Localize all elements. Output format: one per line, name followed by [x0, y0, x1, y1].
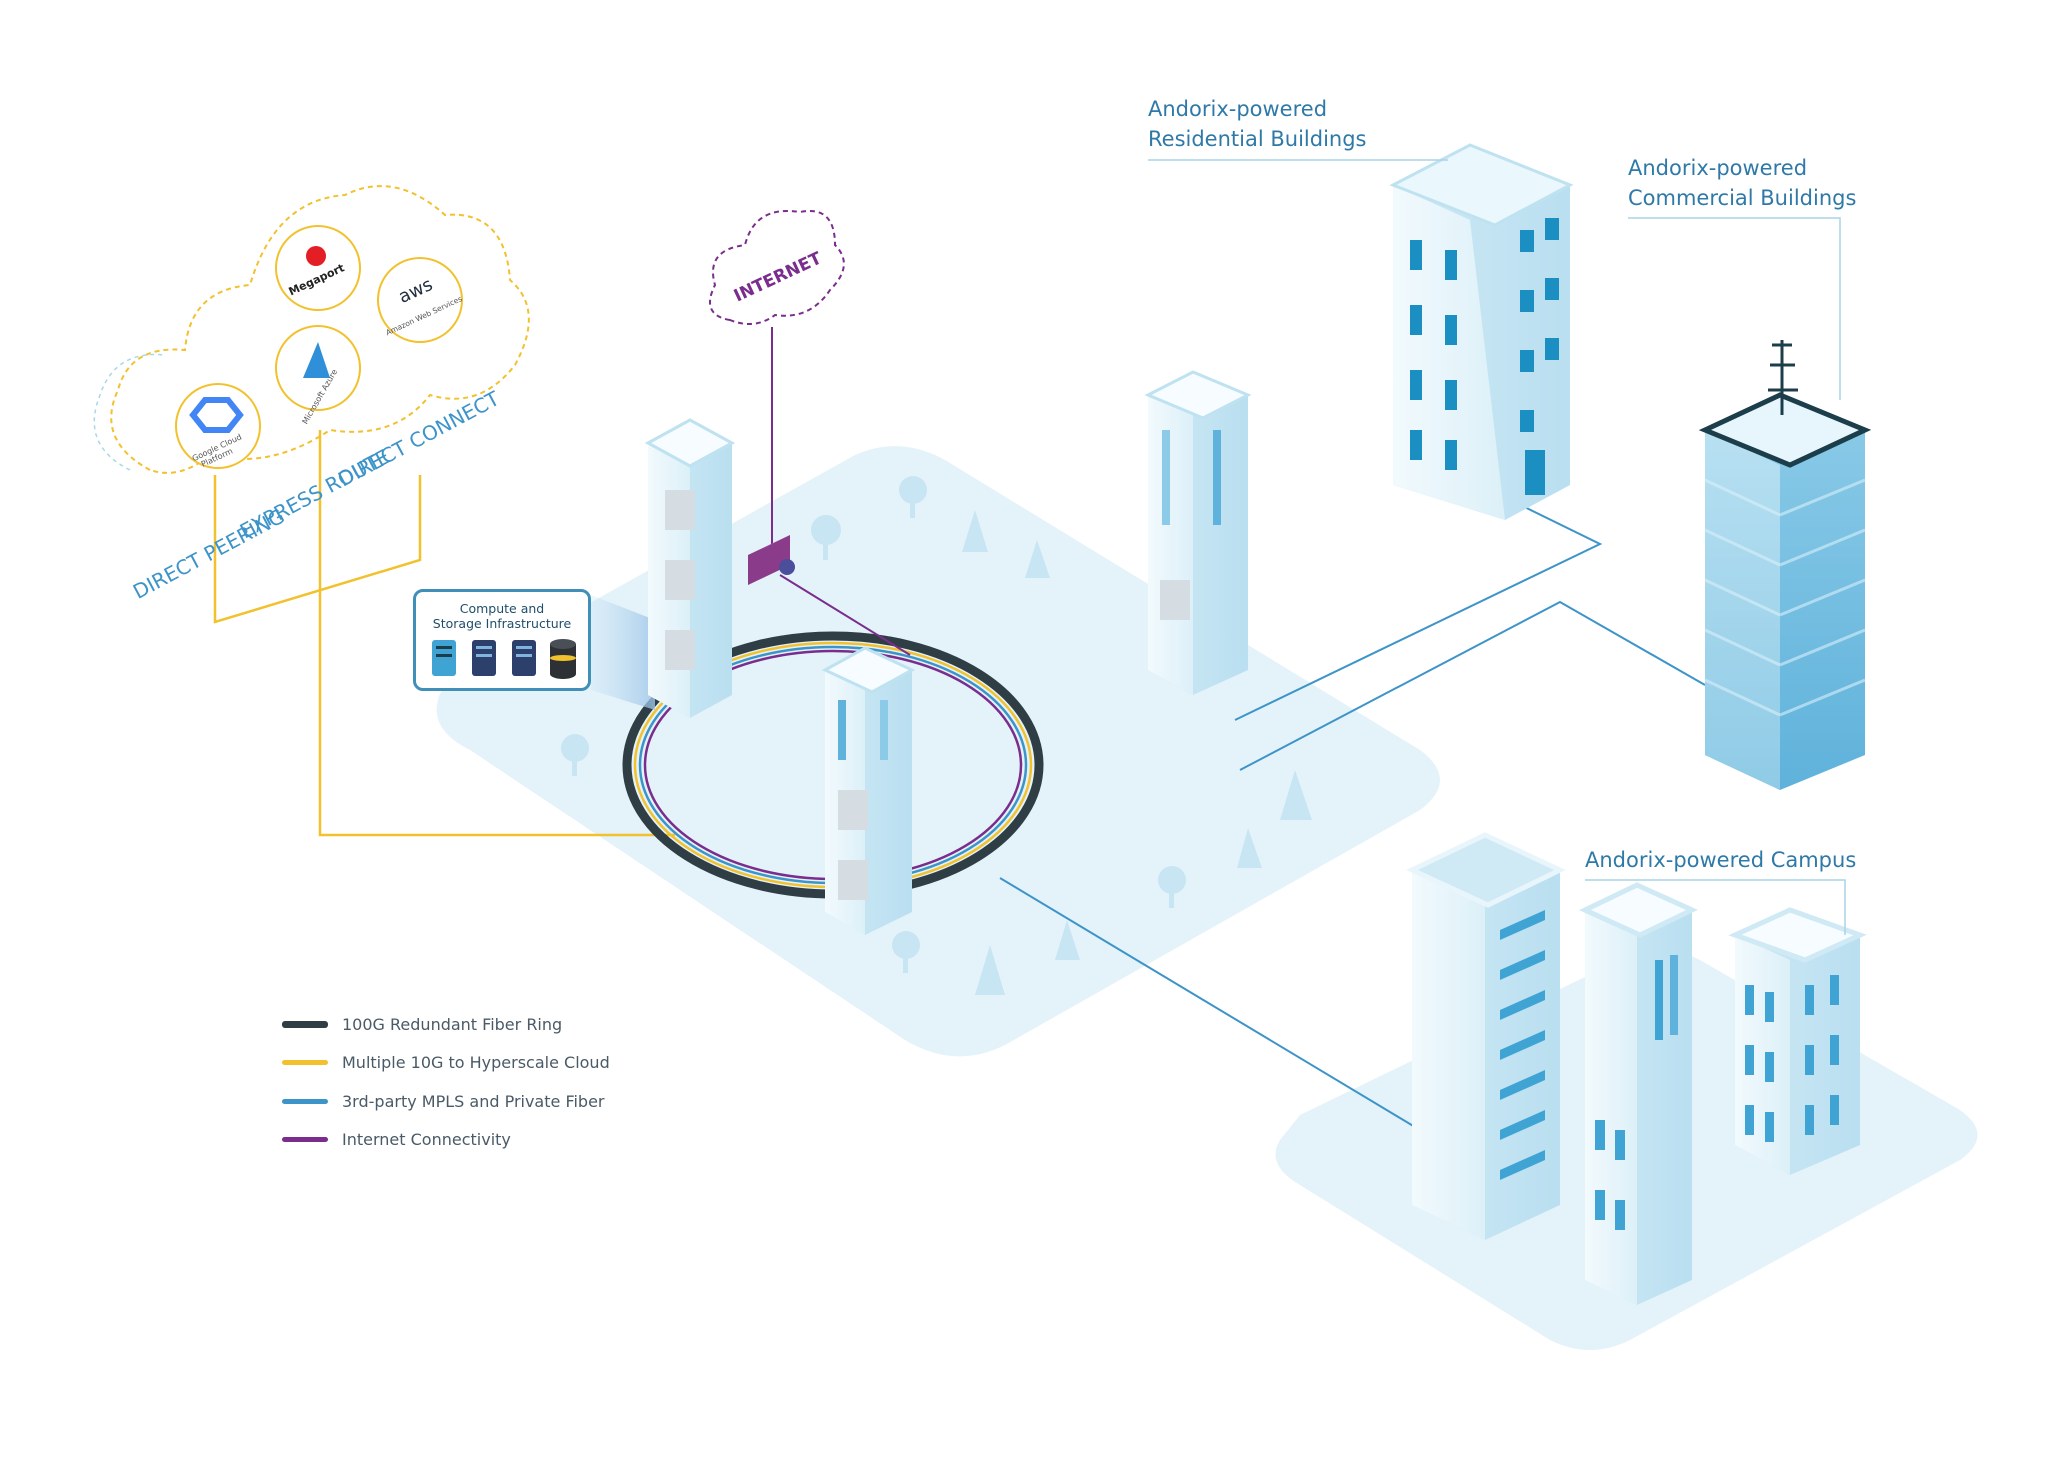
campus-label: Andorix-powered Campus [1585, 845, 1856, 875]
compute-callout-line1: Compute and [459, 601, 545, 616]
firewall-icon [748, 535, 795, 585]
legend-item-mpls: 3rd-party MPLS and Private Fiber [282, 1082, 610, 1121]
provider-google: Google Cloud Platform [175, 383, 261, 469]
legend-swatch [282, 1060, 328, 1066]
legend-item-internet: Internet Connectivity [282, 1121, 610, 1160]
compute-callout-title: Compute and Storage Infrastructure [416, 601, 588, 631]
server-rack-icon [512, 640, 536, 676]
legend-label: 3rd-party MPLS and Private Fiber [342, 1091, 605, 1111]
internet-link [771, 327, 911, 656]
legend-swatch [282, 1098, 328, 1104]
cloud-links [213, 430, 675, 837]
commercial-label-line1: Andorix-powered [1628, 156, 1808, 180]
residential-building [1389, 143, 1574, 520]
database-icon [550, 639, 576, 679]
compute-callout-line2: Storage Infrastructure [432, 616, 572, 631]
legend-swatch [282, 1020, 328, 1028]
server-icons [432, 639, 576, 679]
legend-label: 100G Redundant Fiber Ring [342, 1014, 563, 1034]
legend-label: Multiple 10G to Hyperscale Cloud [342, 1053, 610, 1073]
commercial-label-line2: Commercial Buildings [1628, 186, 1857, 210]
commercial-building [1698, 340, 1872, 790]
campus-tall-building [1406, 832, 1566, 1240]
commercial-label: Andorix-powered Commercial Buildings [1628, 153, 1856, 213]
legend: 100G Redundant Fiber Ring Multiple 10G t… [282, 1005, 610, 1159]
datacenter-tower-left [644, 418, 736, 718]
provider-azure: Microsoft Azure [275, 325, 361, 426]
legend-item-cloud: Multiple 10G to Hyperscale Cloud [282, 1044, 610, 1083]
server-rack-icon [432, 640, 456, 676]
trees [561, 476, 1312, 995]
residential-label-line1: Andorix-powered [1148, 97, 1328, 121]
internet-cloud: INTERNET [709, 210, 845, 325]
datacenter-tower-front [821, 646, 916, 935]
residential-label-line2: Residential Buildings [1148, 127, 1367, 151]
legend-label: Internet Connectivity [342, 1130, 511, 1150]
mpls-lines [999, 494, 1706, 1131]
hyperscale-cloud [93, 185, 530, 474]
datacenter-tower-right [1144, 370, 1252, 695]
provider-aws: aws Amazon Web Services [377, 257, 464, 343]
antenna-icon [1768, 340, 1798, 415]
legend-swatch [282, 1137, 328, 1143]
provider-megaport: Megaport [275, 225, 361, 311]
compute-storage-callout: Compute and Storage Infrastructure [413, 589, 591, 691]
server-rack-icon [472, 640, 496, 676]
callout-beam [591, 595, 655, 710]
residential-label: Andorix-powered Residential Buildings [1148, 94, 1366, 154]
legend-item-fiber-ring: 100G Redundant Fiber Ring [282, 1005, 610, 1044]
campus-short-building [1728, 907, 1867, 1175]
label-leader-lines [1148, 159, 1846, 935]
campus-label-text: Andorix-powered Campus [1585, 848, 1857, 872]
campus-mid-building [1579, 882, 1698, 1305]
